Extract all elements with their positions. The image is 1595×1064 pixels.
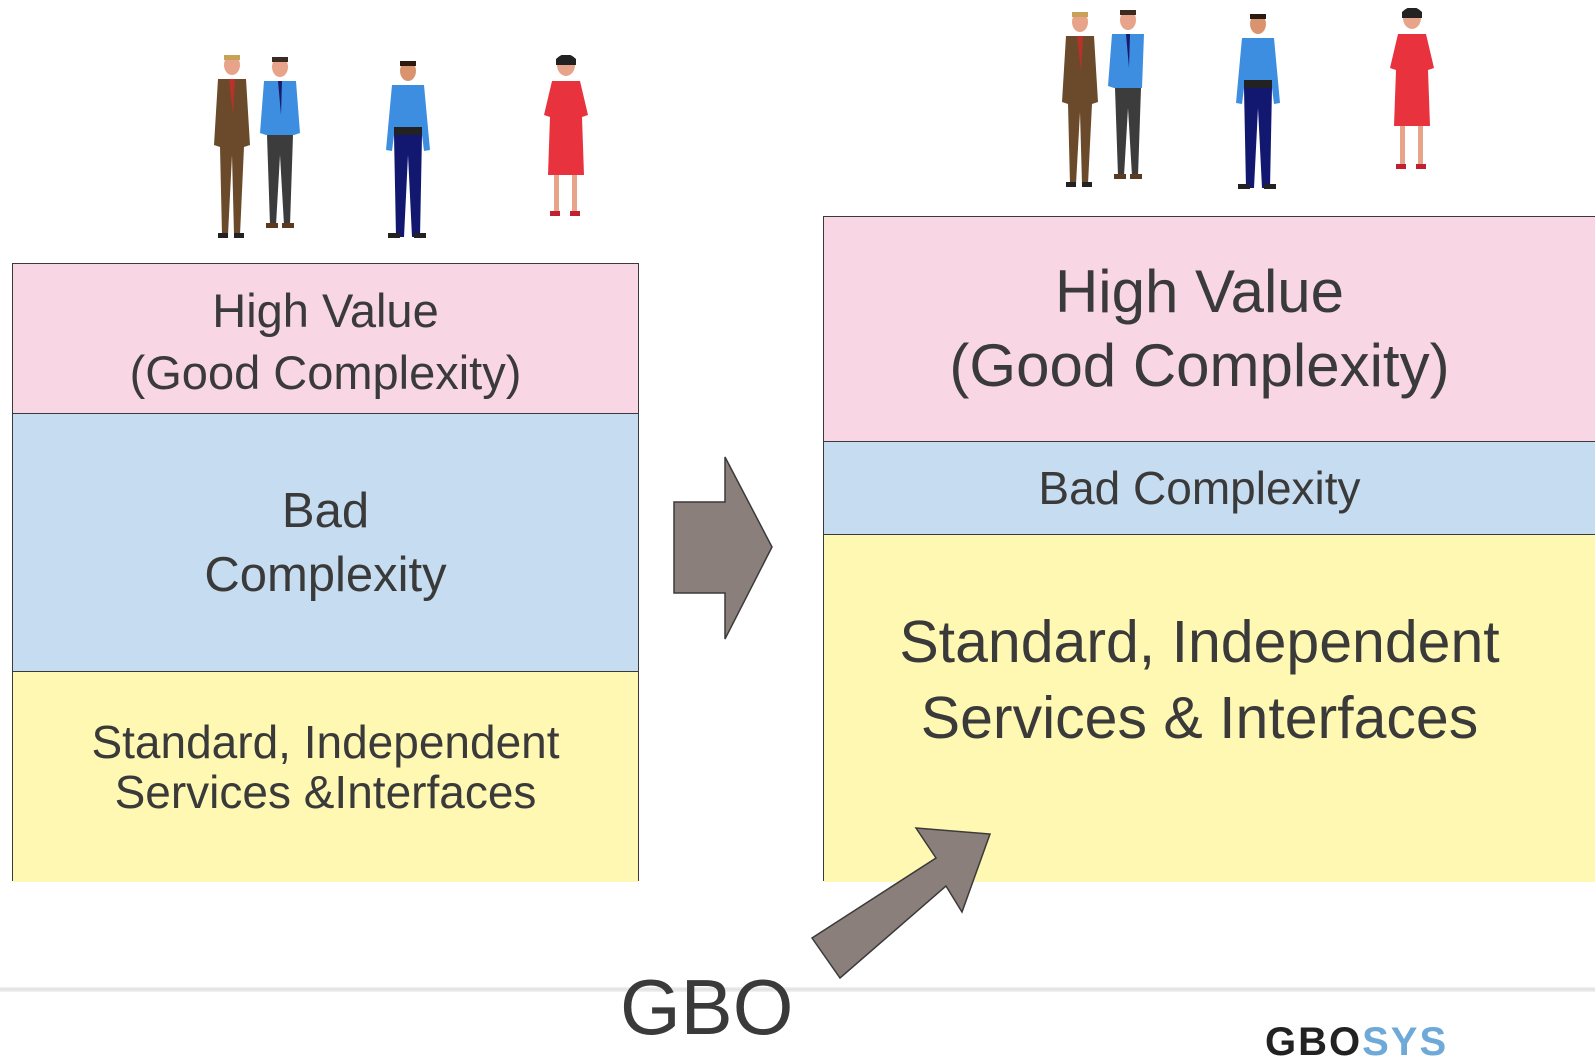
footer-divider (0, 987, 1595, 992)
left-bad-complexity-line2: Complexity (204, 547, 447, 602)
person-brown-suit-icon (1062, 12, 1098, 187)
footer-logo-dark: GBO (1265, 1020, 1363, 1064)
right-high-value-subtitle: (Good Complexity) (949, 332, 1450, 399)
person-blue-shirt-icon (1108, 10, 1144, 179)
footer-logo-accent: SYS (1362, 1020, 1449, 1064)
people-group-right (1062, 8, 1434, 189)
person-brown-suit-icon (214, 55, 250, 238)
left-standard-line1: Standard, Independent (91, 716, 560, 768)
left-bad-complexity-layer: Bad Complexity (13, 413, 638, 671)
gbo-label: GBO (620, 963, 794, 1051)
right-high-value-title: High Value (1054, 258, 1345, 325)
left-bad-complexity-line1: Bad (281, 483, 370, 538)
transition-arrow-icon (673, 456, 773, 640)
left-standard-layer: Standard, Independent Services &Interfac… (13, 671, 638, 882)
left-standard-line2: Services &Interfaces (114, 766, 537, 818)
right-bad-complexity-label: Bad Complexity (1038, 462, 1361, 514)
left-high-value-title: High Value (212, 283, 439, 337)
person-red-dress-icon (1390, 8, 1434, 169)
people-group-left (214, 55, 588, 238)
footer-logo: GBOSYS (1265, 1022, 1448, 1062)
right-bad-complexity-layer: Bad Complexity (824, 441, 1595, 534)
person-blue-shirt-icon (260, 57, 300, 228)
right-standard-line2: Services & Interfaces (920, 684, 1479, 751)
right-layer-stack: High Value (Good Complexity) Bad Complex… (823, 216, 1595, 882)
person-red-dress-icon (544, 55, 588, 216)
right-high-value-layer: High Value (Good Complexity) (824, 217, 1595, 441)
left-layer-stack: High Value (Good Complexity) Bad Complex… (12, 263, 639, 882)
person-navy-icon (386, 61, 430, 238)
right-standard-line1: Standard, Independent (899, 608, 1500, 675)
gbo-arrow-icon (810, 827, 992, 980)
right-standard-layer: Standard, Independent Services & Interfa… (824, 534, 1595, 882)
person-navy-icon (1236, 14, 1280, 189)
left-high-value-subtitle: (Good Complexity) (129, 345, 522, 399)
left-high-value-layer: High Value (Good Complexity) (13, 264, 638, 413)
